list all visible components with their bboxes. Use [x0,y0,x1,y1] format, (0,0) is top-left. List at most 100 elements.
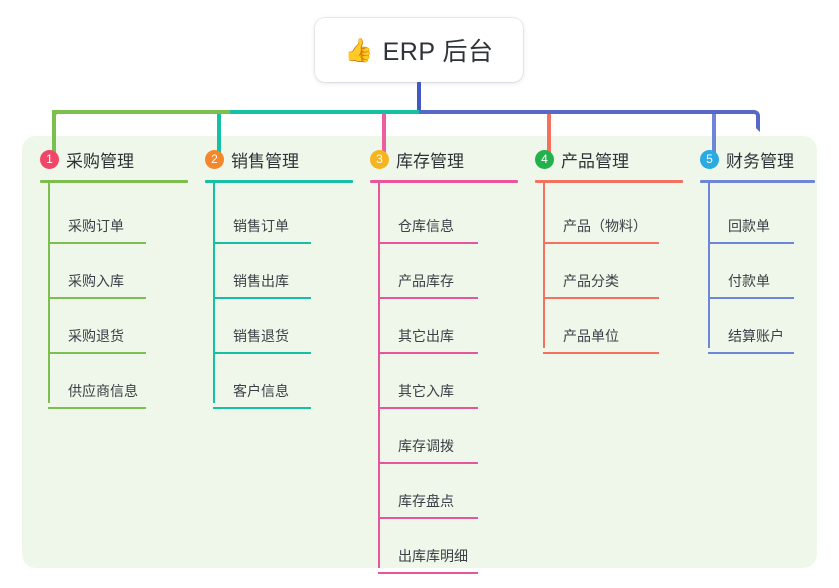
branch-header-2[interactable]: 2 销售管理 [205,146,353,172]
leaf-node-underline [213,407,311,409]
leaf-node-label: 销售退货 [233,328,289,344]
leaf-node-underline [213,242,311,244]
branch-number-badge-3: 3 [370,149,389,169]
leaf-node[interactable]: 出库库明细 [378,519,518,574]
leaf-node-label: 结算账户 [728,328,784,344]
leaf-node-label: 采购入库 [68,273,124,289]
branch-column-5: 5 财务管理回款单付款单结算账户 [700,146,815,354]
leaf-node-underline [378,517,478,519]
leaf-node[interactable]: 其它入库 [378,354,518,409]
leaf-node-label: 供应商信息 [68,383,138,399]
leaf-node-label: 客户信息 [233,383,289,399]
root-node[interactable]: 👍 ERP 后台 [315,18,523,82]
leaf-node-label: 库存盘点 [398,493,454,509]
branch-stub-3 [382,114,386,164]
leaf-node-underline [48,297,146,299]
branch-number-badge-5: 5 [700,149,719,169]
leaf-node-label: 回款单 [728,218,770,234]
branch-leaf-list-2: 销售订单销售出库销售退货客户信息 [213,183,353,409]
leaf-node-underline [378,462,478,464]
leaf-node-label: 仓库信息 [398,218,454,234]
leaf-node-underline [378,297,478,299]
leaf-node[interactable]: 产品单位 [543,299,683,354]
leaf-node-underline [213,297,311,299]
branch-column-1: 1 采购管理采购订单采购入库采购退货供应商信息 [40,146,188,409]
leaf-node-underline [378,572,478,574]
leaf-node-label: 销售订单 [233,218,289,234]
leaf-node[interactable]: 付款单 [708,244,815,299]
leaf-node[interactable]: 采购订单 [48,189,188,244]
leaf-node[interactable]: 采购入库 [48,244,188,299]
leaf-node-label: 产品（物料） [563,218,647,234]
branch-spine-3 [378,183,380,568]
leaf-node-underline [378,242,478,244]
leaf-node[interactable]: 供应商信息 [48,354,188,409]
leaf-node-underline [708,242,794,244]
leaf-node-underline [213,352,311,354]
branch-title-5: 财务管理 [726,151,794,171]
branch-title-3: 库存管理 [396,151,464,171]
thumbs-up-emoji: 👍 [344,36,374,63]
branch-underline-4 [535,180,683,183]
leaf-node-underline [48,242,146,244]
branch-header-3[interactable]: 3 库存管理 [370,146,518,172]
connector-bus-right-cap [738,110,760,132]
root-connector-stem [417,82,421,112]
leaf-node-underline [378,352,478,354]
leaf-node[interactable]: 结算账户 [708,299,815,354]
leaf-node-label: 付款单 [728,273,770,289]
leaf-node-label: 库存调拨 [398,438,454,454]
leaf-node[interactable]: 库存盘点 [378,464,518,519]
branch-underline-1 [40,180,188,183]
leaf-node-label: 销售出库 [233,273,289,289]
leaf-node[interactable]: 销售退货 [213,299,353,354]
leaf-node[interactable]: 其它出库 [378,299,518,354]
branch-title-2: 销售管理 [231,151,299,171]
leaf-node-label: 其它出库 [398,328,454,344]
branch-underline-2 [205,180,353,183]
branch-title-1: 采购管理 [66,151,134,171]
leaf-node-underline [708,297,794,299]
leaf-node[interactable]: 产品库存 [378,244,518,299]
leaf-node-underline [48,352,146,354]
branch-underline-3 [370,180,518,183]
branch-underline-5 [700,180,815,183]
branch-stub-4 [547,114,551,164]
leaf-node[interactable]: 回款单 [708,189,815,244]
branch-column-2: 2 销售管理销售订单销售出库销售退货客户信息 [205,146,353,409]
leaf-node-underline [708,352,794,354]
leaf-node-label: 产品分类 [563,273,619,289]
branch-header-5[interactable]: 5 财务管理 [700,146,815,172]
branch-leaf-list-1: 采购订单采购入库采购退货供应商信息 [48,183,188,409]
leaf-node-label: 产品库存 [398,273,454,289]
branch-number-badge-1: 1 [40,149,59,169]
branch-stub-1 [52,114,56,164]
branch-number-badge-2: 2 [205,149,224,169]
leaf-node-label: 其它入库 [398,383,454,399]
branch-spine-2 [213,183,215,403]
branch-leaf-list-5: 回款单付款单结算账户 [708,183,815,354]
leaf-node[interactable]: 销售订单 [213,189,353,244]
leaf-node-underline [378,407,478,409]
leaf-node[interactable]: 产品分类 [543,244,683,299]
connector-bus-segment-3 [419,110,752,114]
leaf-node[interactable]: 产品（物料） [543,189,683,244]
connector-bus-segment-2 [230,110,419,114]
leaf-node[interactable]: 客户信息 [213,354,353,409]
leaf-node[interactable]: 库存调拨 [378,409,518,464]
leaf-node[interactable]: 仓库信息 [378,189,518,244]
branch-leaf-list-3: 仓库信息产品库存其它出库其它入库库存调拨库存盘点出库库明细 [378,183,518,574]
leaf-node[interactable]: 销售出库 [213,244,353,299]
branch-header-1[interactable]: 1 采购管理 [40,146,188,172]
leaf-node-underline [543,297,659,299]
connector-bus-segment-1 [52,110,230,114]
leaf-node-label: 产品单位 [563,328,619,344]
leaf-node[interactable]: 采购退货 [48,299,188,354]
branch-stub-5 [712,114,716,164]
leaf-node-label: 出库库明细 [398,548,468,564]
branch-column-3: 3 库存管理仓库信息产品库存其它出库其它入库库存调拨库存盘点出库库明细 [370,146,518,574]
branch-leaf-list-4: 产品（物料） 产品分类产品单位 [543,183,683,354]
